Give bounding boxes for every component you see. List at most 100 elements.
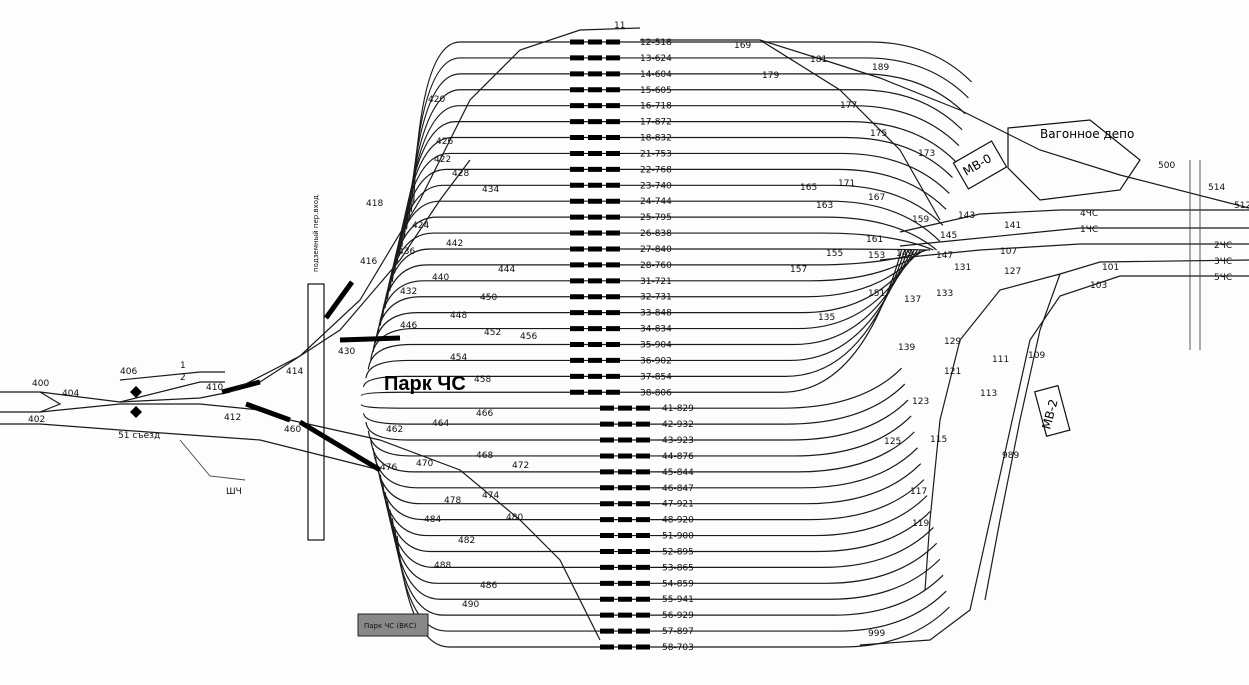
switch-label: 181 [810, 55, 827, 65]
switch-label: 153 [868, 251, 885, 261]
track-number-label: 14-604 [640, 70, 672, 80]
switch-label: 161 [866, 235, 883, 245]
switch-label: 486 [480, 581, 497, 591]
switch-label: 442 [446, 239, 463, 249]
switch-label: 468 [476, 451, 493, 461]
switch-label: 424 [412, 221, 429, 231]
track-number-label: 18-832 [640, 134, 672, 144]
yard-track-line [386, 216, 937, 300]
switch-label: 426 [436, 137, 453, 147]
track-number-label: 37-854 [640, 372, 672, 382]
track-number-label: 53-865 [662, 563, 694, 573]
mv2-box [1033, 384, 1071, 438]
switch-label: 444 [498, 265, 515, 275]
track-number-label: 45-844 [662, 468, 694, 478]
switch-label: 420 [428, 95, 445, 105]
switch-label: 406 [120, 367, 137, 377]
switch-label: 157 [790, 265, 807, 275]
switch-label: 476 [380, 463, 397, 473]
track-number-label: 58-703 [662, 643, 694, 653]
yard-track-line [363, 383, 906, 425]
track-number-label: 47-921 [662, 500, 694, 510]
park-title: Парк ЧС [384, 373, 466, 395]
switch-label: 480 [506, 513, 523, 523]
track-number-label: 52-895 [662, 547, 694, 557]
switch-label: 478 [444, 496, 461, 506]
switch-label: 171 [838, 179, 855, 189]
switch-label: 135 [818, 313, 835, 323]
switch-label: 101 [1102, 263, 1119, 273]
track-number-label: 23-740 [640, 181, 672, 191]
switch-label: 416 [360, 257, 377, 267]
throat-branches [229, 27, 641, 641]
switch-label: 414 [286, 367, 303, 377]
switch-label: 145 [940, 231, 957, 241]
yard-track-line [410, 57, 969, 212]
switch-label: 129 [944, 337, 961, 347]
yard-track-line [398, 136, 953, 256]
track-number-label: 27-840 [640, 245, 672, 255]
switch-label: 179 [762, 71, 779, 81]
mv0-label: МВ-0 [961, 151, 994, 178]
track-number-label: 13-624 [640, 54, 672, 64]
switch-label: 177 [840, 101, 857, 111]
yard-track-line [379, 474, 928, 537]
track-number-label: 33-848 [640, 309, 672, 319]
track-number-label: 43-923 [662, 436, 694, 446]
switch-label: 151 [868, 289, 885, 299]
switch-label: 488 [434, 561, 451, 571]
yard-track-line [393, 168, 947, 274]
switch-label: 432 [400, 287, 417, 297]
switch-label: 109 [1028, 351, 1045, 361]
yard-track-line [382, 248, 931, 318]
switch-label: 139 [898, 343, 915, 353]
track-number-label: 36-902 [640, 356, 672, 366]
switch-label: 474 [482, 491, 499, 501]
shch-label: ШЧ [226, 487, 242, 497]
track-number-label: 26-838 [640, 229, 672, 239]
track-number-label: 34-834 [640, 325, 672, 335]
switch-label: 482 [458, 536, 475, 546]
switch-label: 422 [434, 155, 451, 165]
yard-track-line [374, 456, 922, 505]
switch-label: 189 [872, 63, 889, 73]
switch-label: 436 [398, 247, 415, 257]
track-number-label: 51-900 [662, 532, 694, 542]
switch-label: 155 [826, 249, 843, 259]
switch-labels-left: 4204264224284184244344364424404444164324… [28, 95, 537, 610]
switch-label: 458 [474, 375, 491, 385]
switch-label: 410 [206, 383, 223, 393]
switch-label: 454 [450, 353, 467, 363]
track-number-label: 48-920 [662, 516, 694, 526]
track-number-label: 44-876 [662, 452, 694, 462]
track-number-label: 15-605 [640, 86, 672, 96]
yard-track-line [413, 41, 973, 204]
switch-label: 464 [432, 419, 449, 429]
switch-label: 452 [484, 328, 501, 338]
switch-label: 490 [462, 600, 479, 610]
yard-track-line [365, 399, 909, 441]
switch-label: 456 [520, 332, 537, 342]
switch-label: 165 [800, 183, 817, 193]
track-1-label: 1 [180, 361, 186, 371]
depot-label: Вагонное депо [1040, 127, 1134, 141]
track-number-label: 38-806 [640, 388, 672, 398]
switch-label: 440 [432, 273, 449, 283]
switch-label: 484 [424, 515, 441, 525]
signal-marker [130, 406, 142, 418]
switch-label: 450 [480, 293, 497, 303]
switch-label: 147 [936, 251, 953, 261]
switch-label: 123 [912, 397, 929, 407]
yard-track-line [405, 89, 963, 230]
switch-label: 107 [1000, 247, 1017, 257]
switch-label: 462 [386, 425, 403, 435]
track-number-label: 17-872 [640, 118, 672, 128]
right-connectors [640, 39, 1249, 646]
track-number-label: 57-897 [662, 627, 694, 637]
track-2-label: 2 [180, 373, 186, 383]
switch-label: 512 [1234, 201, 1249, 211]
switch-label: 175 [870, 129, 887, 139]
switch-label: 430 [338, 347, 355, 357]
switch-label: 137 [904, 295, 921, 305]
switch-label: 428 [452, 169, 469, 179]
